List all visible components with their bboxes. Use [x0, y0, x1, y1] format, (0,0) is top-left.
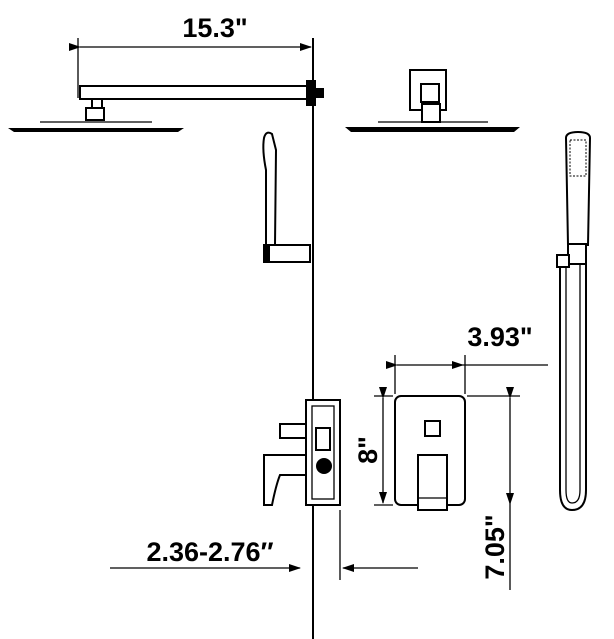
shower-head-front: [345, 127, 520, 132]
valve-inner-side: [311, 405, 335, 500]
hose: [559, 264, 587, 512]
arm-flange-knob: [316, 88, 324, 98]
valve-stem: [315, 427, 331, 451]
holder-cap: [264, 245, 270, 262]
bracket-inner-square: [420, 83, 440, 103]
arm-flange: [306, 80, 316, 106]
valve-body-side: [305, 399, 341, 506]
valve-handle-side: [263, 454, 307, 506]
valve-height-label: 8": [353, 436, 383, 464]
hand-shower-spray-face: [569, 139, 587, 177]
hose-connector: [556, 254, 570, 268]
valve-total-height-label: 7.05": [480, 514, 510, 579]
valve-cartridge: [316, 458, 332, 474]
shower-arm: [79, 85, 309, 100]
hose-inner: [565, 264, 581, 504]
diverter-knob-side: [279, 423, 307, 439]
hand-shower-holder-front: [567, 243, 587, 265]
shower-head-connector: [85, 107, 105, 121]
arm-length-label: 15.3": [182, 13, 247, 43]
hand-shower-front: [564, 130, 592, 246]
diverter-button: [424, 420, 441, 437]
valve-width-label: 3.93": [467, 322, 532, 352]
valve-handle-front: [417, 454, 448, 511]
hand-shower-side: [262, 131, 278, 246]
total-height-arrow-bottom: [506, 493, 514, 505]
wall-depth-label: 2.36-2.76″: [146, 537, 273, 567]
hand-shower-holder: [263, 244, 311, 263]
bracket-connector: [421, 103, 441, 123]
shower-head-side: [8, 128, 184, 132]
